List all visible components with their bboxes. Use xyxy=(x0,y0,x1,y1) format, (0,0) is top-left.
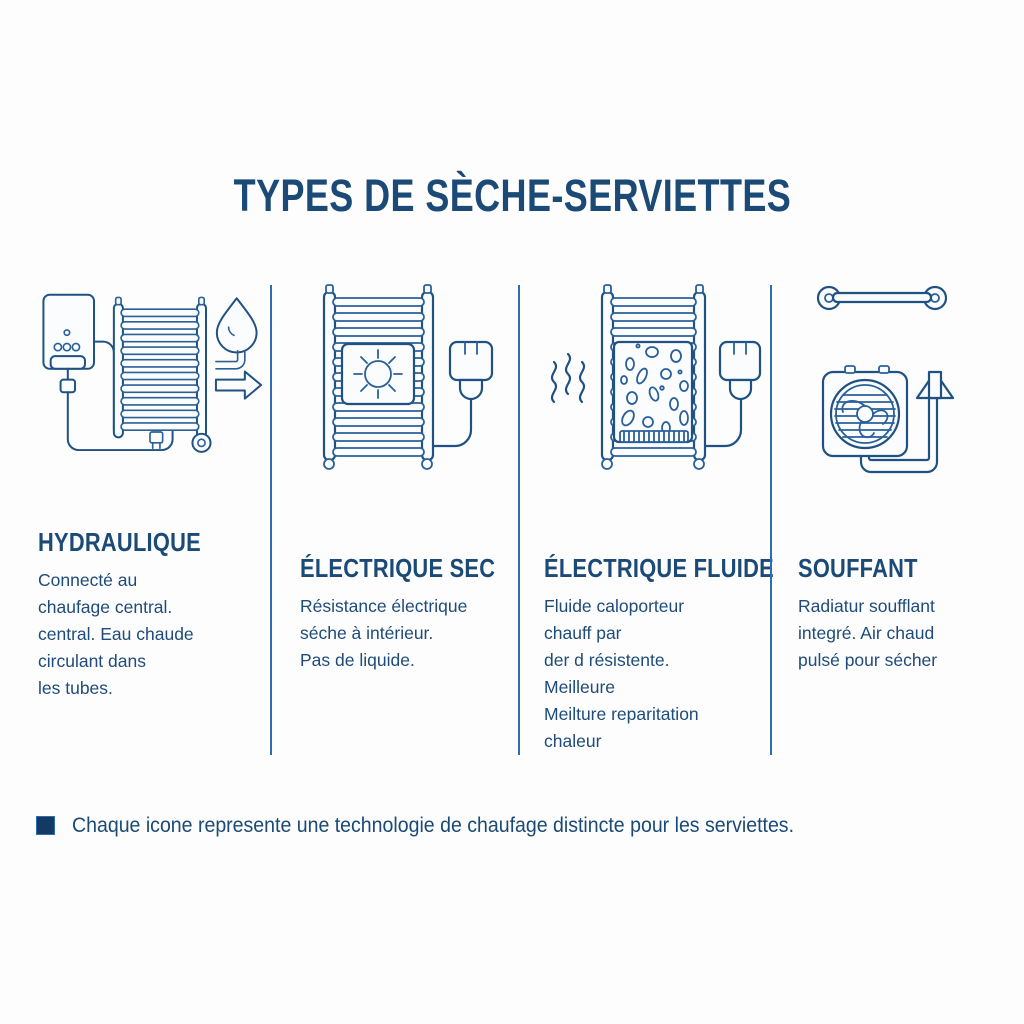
body-line: central. Eau chaude xyxy=(38,623,194,644)
body-line: circulant dans xyxy=(38,650,146,671)
footer-note: Chaque icone represente une technologie … xyxy=(36,812,848,839)
column-title-electrique-fluide: ÉLECTRIQUE FLUIDE xyxy=(544,553,774,583)
body-line: chauff par xyxy=(544,622,622,643)
icon-fan-heater-towel-bar-arrow-icon xyxy=(798,272,998,486)
column-divider xyxy=(270,285,272,755)
column-title-electrique-sec: ÉLECTRIQUE SEC xyxy=(300,553,496,583)
icon-boiler-towel-rail-water-drop-icon xyxy=(38,272,262,486)
column-divider xyxy=(518,285,520,755)
icon-towel-rail-sun-plug-icon xyxy=(300,272,510,486)
body-line: Meilture reparitation xyxy=(544,703,699,724)
column-divider xyxy=(770,285,772,755)
square-bullet-icon xyxy=(36,816,55,835)
column-body-hydraulique: Connecté au chaufage central. central. E… xyxy=(38,567,262,702)
page-title: TYPES DE SÈCHE-SERVIETTES xyxy=(233,170,791,222)
column-body-electrique-fluide: Fluide caloporteur chauff par der d rési… xyxy=(544,593,762,755)
column-body-soufflant: Radiatur soufflant integré. Air chaud pu… xyxy=(798,593,998,674)
column-soufflant: SOUFFANT Radiatur soufflant integré. Air… xyxy=(770,272,1006,772)
icon-towel-rail-fluid-panel-plug-icon xyxy=(544,272,762,486)
footer-note-text: Chaque icone represente une technologie … xyxy=(72,814,794,837)
body-line: Radiatur soufflant xyxy=(798,595,935,616)
body-line: der d résistente. xyxy=(544,649,670,670)
columns-container: HYDRAULIQUE Connecté au chaufage central… xyxy=(18,272,1006,772)
body-line: integré. Air chaud xyxy=(798,622,935,643)
body-line: les tubes. xyxy=(38,677,113,698)
column-hydraulique: HYDRAULIQUE Connecté au chaufage central… xyxy=(18,272,270,772)
body-line: chaufage central. xyxy=(38,596,173,617)
body-line: Fluide caloporteur xyxy=(544,595,685,616)
body-line: séche à intérieur. xyxy=(300,622,434,643)
body-line: chaleur xyxy=(544,730,602,751)
column-title-hydraulique: HYDRAULIQUE xyxy=(38,527,201,557)
column-electrique-fluide: ÉLECTRIQUE FLUIDE Fluide caloporteur cha… xyxy=(518,272,774,772)
column-electrique-sec: ÉLECTRIQUE SEC Résistance électrique séc… xyxy=(270,272,518,772)
body-line: Meilleure xyxy=(544,676,615,697)
body-line: Pas de liquide. xyxy=(300,649,415,670)
body-line: Connecté au xyxy=(38,569,138,590)
column-title-soufflant: SOUFFANT xyxy=(798,553,918,583)
body-line: Résistance électrique xyxy=(300,595,468,616)
title-container: TYPES DE SÈCHE-SERVIETTES xyxy=(0,140,1024,252)
column-body-electrique-sec: Résistance électrique séche à intérieur.… xyxy=(300,593,510,674)
body-line: pulsé pour sécher xyxy=(798,649,938,670)
